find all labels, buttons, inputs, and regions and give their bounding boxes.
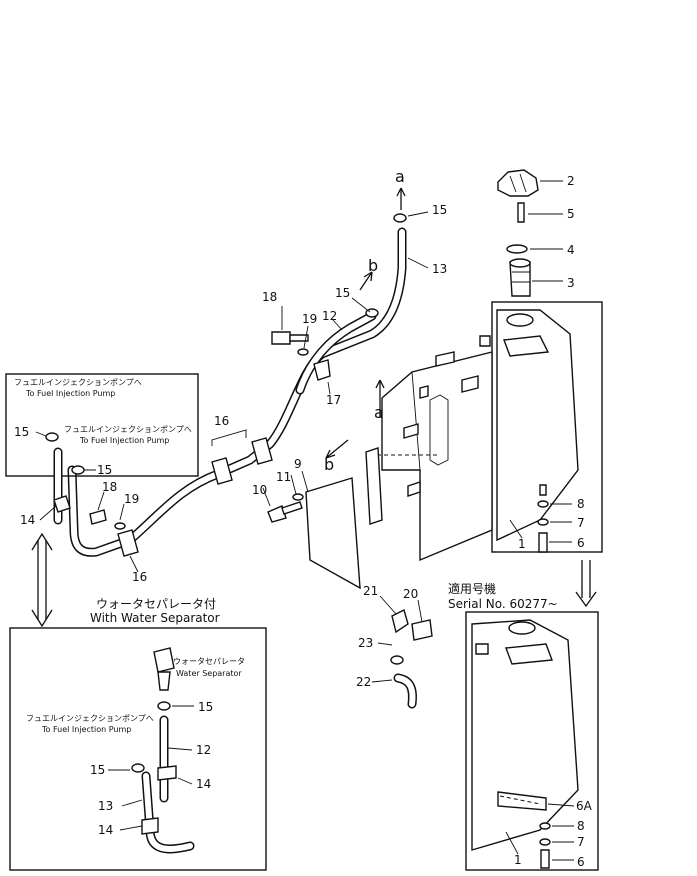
- inset-fuel-pump-frame: [5, 373, 199, 477]
- callout-1-serial: 1: [514, 853, 522, 867]
- callout-22: 22: [356, 675, 371, 689]
- callout-15-inset-a: 15: [14, 425, 29, 439]
- callout-16-lower: 16: [132, 570, 147, 584]
- serial-title-jp: 適用号機: [448, 581, 496, 596]
- inset-water-sep-jp: ウォータセパレータ: [173, 657, 245, 666]
- inset-water-sep-en: Water Separator: [176, 669, 242, 678]
- callout-16-upper: 16: [214, 414, 229, 428]
- callout-15-water-b: 15: [90, 763, 105, 777]
- inset-pump-pipes: [35, 431, 139, 573]
- callout-19-inset: 19: [124, 492, 139, 506]
- callout-7-serial: 7: [577, 835, 585, 849]
- callout-6: 6: [577, 536, 585, 550]
- callout-15-water-a: 15: [198, 700, 213, 714]
- callout-15-mid: 15: [335, 286, 350, 300]
- callout-14-water-b: 14: [98, 823, 113, 837]
- callout-23: 23: [358, 636, 373, 650]
- inset-water-separator-parts: [108, 647, 195, 854]
- inset-water-title-jp: ウォータセパレータ付: [96, 597, 216, 611]
- callout-14-inset: 14: [20, 513, 35, 527]
- callout-14-water-a: 14: [196, 777, 211, 791]
- inset-pump-en-1: To Fuel Injection Pump: [25, 389, 115, 398]
- fuel-tank-serial-view: [471, 619, 579, 869]
- callout-18: 18: [262, 290, 277, 304]
- callout-15-top: 15: [432, 203, 447, 217]
- inset-pump-jp-1: フュエルインジェクションポンプへ: [14, 378, 142, 387]
- alternate-arrow-right: [575, 560, 597, 608]
- view-marker-a-upper: a: [395, 167, 405, 186]
- callout-1: 1: [518, 537, 526, 551]
- serial-number: Serial No. 60277~: [448, 597, 558, 611]
- filler-cap-assembly: [497, 169, 563, 297]
- inset-water-separator-frame: [9, 627, 267, 871]
- inset-pump-en-2: To Fuel Injection Pump: [79, 436, 169, 445]
- callout-7: 7: [577, 516, 585, 530]
- callout-13-water: 13: [98, 799, 113, 813]
- callout-9: 9: [294, 457, 302, 471]
- inset-water-pump-jp: フュエルインジェクションポンプへ: [26, 714, 154, 723]
- callout-12-water: 12: [196, 743, 211, 757]
- drain-valve-assembly: [371, 595, 433, 709]
- alternate-arrow-left: [31, 532, 53, 628]
- fuel-pipe-main: [67, 187, 429, 557]
- serial-inset-frame: [465, 611, 599, 871]
- callout-3: 3: [567, 276, 575, 290]
- view-marker-a-lower: a: [374, 403, 384, 422]
- inset-water-title-en: With Water Separator: [90, 611, 220, 625]
- callout-20: 20: [403, 587, 418, 601]
- callout-13: 13: [432, 262, 447, 276]
- callout-8-serial: 8: [577, 819, 585, 833]
- callout-8: 8: [577, 497, 585, 511]
- view-marker-b-lower: b: [324, 455, 334, 474]
- callout-21: 21: [363, 584, 378, 598]
- callout-19: 19: [302, 312, 317, 326]
- callout-4: 4: [567, 243, 575, 257]
- callout-18-inset: 18: [102, 480, 117, 494]
- inset-pump-jp-2: フュエルインジェクションポンプへ: [64, 425, 192, 434]
- callout-11: 11: [276, 470, 291, 484]
- callout-5: 5: [567, 207, 575, 221]
- callout-6-serial: 6: [577, 855, 585, 869]
- fuel-tank-right-view: [479, 309, 579, 553]
- callout-6a: 6A: [576, 799, 593, 813]
- inset-water-pump-en: To Fuel Injection Pump: [41, 725, 131, 734]
- fuel-tank-center-view: [305, 351, 493, 590]
- callout-17: 17: [326, 393, 341, 407]
- callout-15-inset-b: 15: [97, 463, 112, 477]
- callout-10: 10: [252, 483, 267, 497]
- callout-12: 12: [322, 309, 337, 323]
- view-marker-b-upper: b: [368, 256, 378, 275]
- callout-2: 2: [567, 174, 575, 188]
